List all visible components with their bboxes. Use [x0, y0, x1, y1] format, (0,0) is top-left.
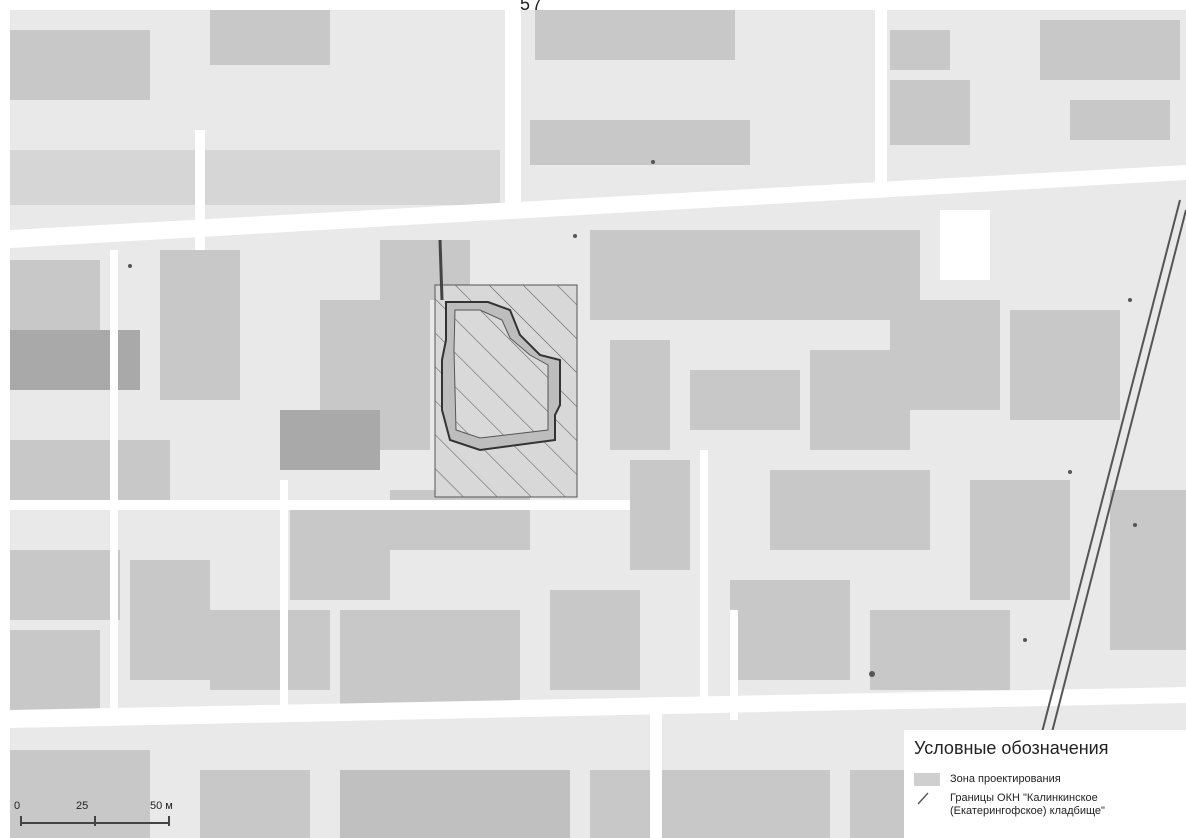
scale-tick-25: [94, 816, 96, 826]
poi-markers: [128, 160, 1137, 677]
map-canvas[interactable]: [10, 10, 1186, 838]
scale-label-50: 50 м: [150, 800, 173, 812]
railway: [1039, 199, 1186, 741]
map-legend: Условные обозначения Зона проектирования…: [904, 730, 1186, 838]
legend-title: Условные обозначения: [914, 738, 1109, 758]
scale-tick-50: [168, 816, 170, 826]
legend-item-label-line-2: (Екатерингофское) кладбище": [950, 805, 1105, 817]
legend-item-okn-boundary: Границы ОКН "Калинкинское (Екатерингофск…: [914, 792, 1176, 818]
map-svg: [10, 10, 1186, 838]
main-road-lower: [10, 687, 1186, 728]
scale-tick-0: [20, 816, 22, 826]
roads-layer: [10, 10, 1186, 838]
legend-item-label: Зона проектирования: [950, 773, 1061, 785]
buildings-layer: [10, 10, 1186, 838]
legend-item-design-zone: Зона проектирования: [914, 773, 1176, 786]
legend-item-label-multiline: Границы ОКН "Калинкинское (Екатерингофск…: [950, 792, 1105, 818]
side-street-top: [505, 10, 521, 210]
design-zone-group[interactable]: [434, 239, 578, 498]
boundary-spur: [438, 239, 444, 301]
scale-label-25: 25: [76, 800, 89, 812]
design-zone-swatch-icon: [914, 773, 940, 786]
scale-label-0: 0: [14, 800, 21, 812]
boundary-line-swatch-icon: [914, 792, 940, 805]
legend-item-label-line-1: Границы ОКН "Калинкинское: [950, 792, 1098, 804]
main-road-upper: [10, 165, 1186, 248]
scale-bar: 0 25 50 м: [14, 796, 214, 836]
